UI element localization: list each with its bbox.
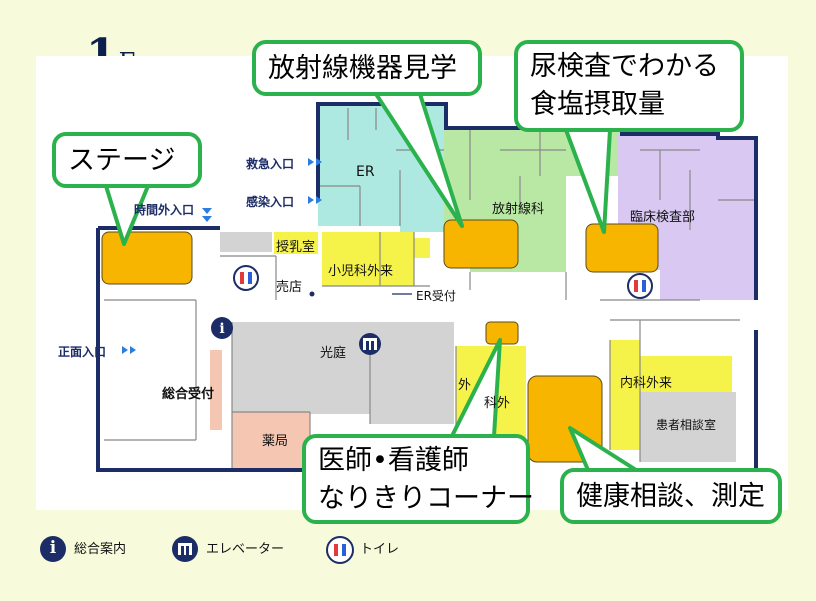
internal-med-label: 内科外来	[620, 376, 673, 391]
stage-spot	[101, 231, 193, 285]
radiology-tour-spot	[443, 219, 519, 269]
radiology-tour-callout: 放射線機器見学	[252, 40, 482, 96]
toilet-icon	[326, 536, 354, 564]
urine-test-spot	[585, 223, 659, 273]
pediatrics-zone	[322, 232, 414, 286]
doctor-corner-spot	[485, 321, 519, 345]
legend-toilet-label: トイレ	[360, 542, 400, 557]
toilet-icon-map-1	[233, 265, 259, 291]
pharmacy-label: 薬局	[262, 434, 289, 449]
stage-callout: ステージ	[52, 132, 202, 188]
patient-consult-label: 患者相談室	[656, 418, 717, 432]
surgery-label-b: 科外	[484, 396, 511, 411]
urine-callout-tail	[564, 128, 612, 234]
legend-elevator-label: エレベーター	[206, 542, 285, 557]
internal-med-zone-2	[640, 356, 732, 392]
infection-entrance-label: 感染入口	[246, 195, 295, 209]
after-hours-entrance-label: 時間外入口	[134, 203, 195, 217]
nursing-room-zone	[274, 232, 318, 254]
pharmacy-zone	[232, 412, 310, 468]
radiology-room-label: 放射線科	[492, 202, 545, 217]
doctor-corner-callout-line2: なりきりコーナー	[318, 483, 534, 514]
er-reception-label: ER受付	[416, 289, 456, 303]
health-check-callout: 健康相談、測定	[560, 468, 782, 524]
general-reception-label: 総合受付	[162, 387, 215, 402]
pediatrics-label: 小児科外来	[328, 264, 394, 279]
nursing-room-label: 授乳室	[276, 240, 316, 255]
info-icon-map: i	[211, 317, 233, 339]
toilet-icon-map-2	[627, 273, 653, 299]
emergency-entrance-label: 救急入口	[246, 157, 295, 171]
elevator-icon	[172, 536, 198, 562]
courtyard-label: 光庭	[320, 346, 347, 361]
reception-zone	[210, 350, 222, 430]
internal-med-zone	[610, 340, 640, 450]
gray-zone-2	[370, 354, 454, 424]
urine-test-callout-line1: 尿検査でわかる	[530, 51, 719, 82]
gray-zone-3	[640, 392, 736, 462]
legend-info-label: 総合案内	[74, 542, 127, 557]
urine-test-callout: 尿検査でわかる 食塩摂取量	[514, 40, 744, 132]
info-icon: i	[40, 536, 66, 562]
er-room-label: ER	[356, 164, 375, 180]
pediatrics-zone-2	[414, 238, 430, 258]
gray-zone-4	[220, 232, 272, 252]
doctor-corner-callout: 医師•看護師 なりきりコーナー	[302, 434, 534, 524]
svg-text:i: i	[219, 321, 224, 337]
doctor-corner-callout-line1: 医師•看護師	[318, 445, 469, 476]
urine-test-callout-line2: 食塩摂取量	[530, 89, 665, 120]
main-entrance-label: 正面入口	[58, 345, 107, 359]
clinical-lab-room-label: 臨床検査部	[630, 210, 696, 225]
elevator-icon-map	[359, 333, 381, 355]
shop-label: 売店	[276, 280, 303, 295]
surgery-label-a: 外	[458, 378, 472, 393]
